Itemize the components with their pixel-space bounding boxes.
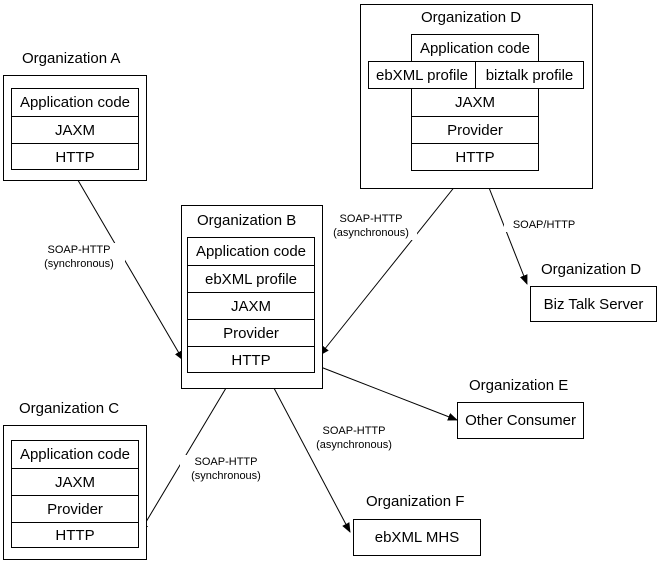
org-d-layer-ebxml: ebXML profile	[368, 61, 476, 89]
org-d2-title: Organization D	[541, 261, 642, 278]
label-d-biztalk-protocol: SOAP/HTTP	[512, 219, 576, 231]
org-a-stack: Application code JAXM HTTP	[11, 88, 139, 170]
org-a-layer-http: HTTP	[12, 143, 138, 170]
label-d-biztalk: SOAP/HTTP	[504, 218, 584, 232]
label-a-b-protocol: SOAP-HTTP	[47, 244, 111, 256]
label-b-c: SOAP-HTTP (synchronous)	[180, 455, 272, 483]
org-b-layer-app: Application code	[195, 243, 307, 260]
label-a-b-mode: (synchronous)	[44, 258, 114, 270]
label-b-c-mode: (synchronous)	[191, 470, 261, 482]
org-a-title: Organization A	[22, 50, 121, 67]
org-d-layer-http: HTTP	[412, 143, 538, 171]
arrow-d-b	[319, 169, 469, 356]
label-a-b: SOAP-HTTP (synchronous)	[33, 243, 125, 271]
arrow-b-c	[139, 363, 244, 533]
org-d-layer-app: Application code	[411, 34, 539, 62]
org-b-layer-jaxm: JAXM	[188, 292, 314, 319]
org-d-layer-provider: Provider	[412, 116, 538, 143]
org-c-layer-http: HTTP	[12, 522, 138, 548]
org-b-layer-http: HTTP	[188, 346, 314, 373]
org-d2-biztalk-server: Biz Talk Server	[530, 286, 657, 322]
org-d-title: Organization D	[421, 9, 522, 26]
org-b-layer-ebxml: ebXML profile	[188, 265, 314, 292]
org-d-layer-jaxm: JAXM	[454, 94, 495, 111]
label-b-f: SOAP-HTTP (asynchronous)	[308, 424, 400, 452]
org-e-other-consumer: Other Consumer	[457, 402, 584, 439]
org-f-ebxml-mhs: ebXML MHS	[353, 519, 481, 556]
org-c-layer-provider: Provider	[12, 495, 138, 522]
org-c-layer-app: Application code	[19, 446, 131, 463]
org-e-title: Organization E	[469, 377, 569, 394]
org-b-layer-provider: Provider	[188, 319, 314, 346]
arrow-b-f	[258, 363, 351, 533]
org-a-layer-jaxm: JAXM	[12, 116, 138, 143]
label-b-f-protocol: SOAP-HTTP	[322, 425, 386, 437]
org-d-layer-biztalk: biztalk profile	[475, 61, 584, 89]
label-d-b-protocol: SOAP-HTTP	[339, 213, 403, 225]
org-c-stack: Application code JAXM Provider HTTP	[11, 440, 139, 548]
org-b-title-overlay: Organization B	[197, 212, 297, 229]
org-b-stack: Application code ebXML profile JAXM Prov…	[187, 237, 315, 373]
org-c-layer-jaxm: JAXM	[12, 468, 138, 495]
label-d-b: SOAP-HTTP (asynchronous)	[325, 212, 417, 240]
arrow-a-b	[64, 160, 184, 361]
arrow-b-e	[308, 359, 458, 421]
label-b-f-mode: (asynchronous)	[316, 439, 392, 451]
org-f-title: Organization F	[366, 493, 465, 510]
org-c-title: Organization C	[19, 400, 120, 417]
label-b-c-protocol: SOAP-HTTP	[194, 456, 258, 468]
org-a-layer-app: Application code	[19, 94, 131, 111]
org-d-stack: JAXM Provider HTTP	[411, 88, 539, 171]
label-d-b-mode: (asynchronous)	[333, 227, 409, 239]
